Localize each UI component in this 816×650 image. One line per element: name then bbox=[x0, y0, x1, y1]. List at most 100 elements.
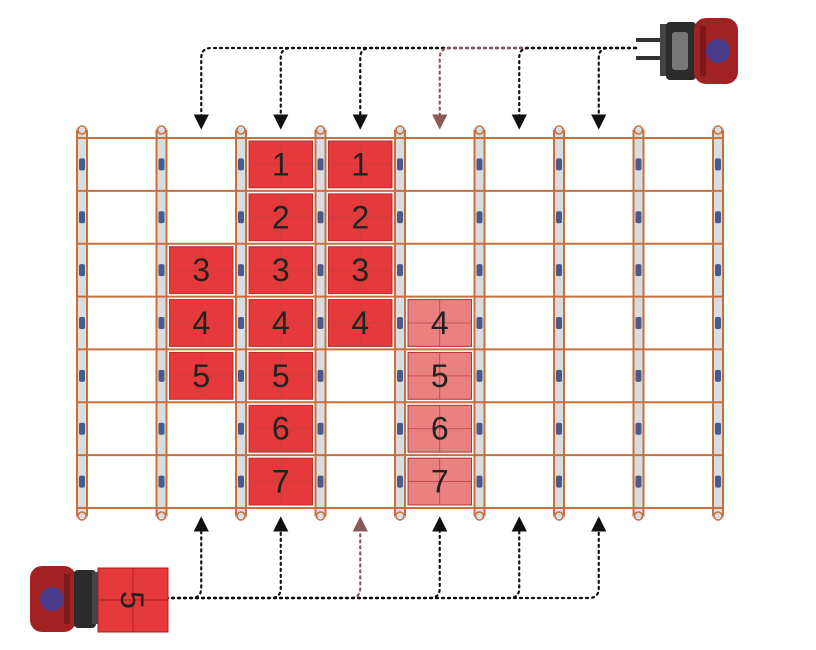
rack-foot-icon bbox=[77, 511, 87, 521]
rack-bracket bbox=[715, 475, 721, 488]
rack-foot-icon bbox=[713, 511, 723, 521]
pallet-label: 2 bbox=[272, 199, 290, 235]
outbound-arrow bbox=[152, 516, 368, 600]
pallet-label: 1 bbox=[351, 146, 369, 182]
rack-bracket bbox=[635, 369, 642, 382]
rack-foot-icon bbox=[315, 125, 326, 135]
inbound-arrow bbox=[591, 46, 638, 130]
rack-bracket bbox=[635, 158, 642, 171]
inbound-arrow bbox=[432, 46, 638, 130]
rack-bracket bbox=[397, 422, 403, 435]
rack-foot-icon bbox=[395, 125, 405, 135]
pallet: 4 bbox=[169, 299, 234, 347]
pallet: 1 bbox=[328, 140, 393, 189]
rack-bracket bbox=[238, 264, 244, 277]
rack-bracket bbox=[476, 422, 483, 435]
outbound-arrow bbox=[152, 516, 527, 600]
pallet: 3 bbox=[169, 246, 234, 295]
pallet-label: 4 bbox=[351, 305, 369, 341]
rack-bracket bbox=[158, 422, 165, 435]
fork-tine-icon bbox=[636, 56, 666, 60]
forklift-bottom: 5 bbox=[30, 566, 169, 633]
rack-bracket bbox=[79, 317, 85, 329]
flow-arrows bbox=[152, 46, 638, 600]
rack-bracket bbox=[238, 369, 244, 382]
pallet: 3 bbox=[328, 246, 393, 295]
rack-bracket bbox=[397, 369, 403, 382]
pallet: 5 bbox=[248, 351, 313, 400]
rack-bracket bbox=[556, 317, 562, 329]
rack-structure bbox=[76, 125, 724, 521]
pallet-label: 3 bbox=[351, 252, 369, 288]
rack-bracket bbox=[79, 158, 85, 171]
pallet: 4 bbox=[248, 299, 313, 347]
pallet-label: 1 bbox=[272, 146, 290, 182]
rack-foot-icon bbox=[156, 125, 167, 135]
cab-icon bbox=[74, 570, 96, 628]
pallet: 6 bbox=[248, 404, 313, 453]
rack-bracket bbox=[556, 422, 562, 435]
forklift-top bbox=[636, 18, 738, 84]
rack-bracket bbox=[238, 475, 244, 488]
inbound-arrow bbox=[352, 46, 638, 130]
pallet-label: 4 bbox=[431, 305, 449, 341]
outbound-arrow bbox=[152, 516, 607, 600]
pallet-label: 3 bbox=[272, 252, 290, 288]
rack-bracket bbox=[158, 211, 165, 224]
pallet: 1 bbox=[248, 140, 313, 189]
rack-foot-icon bbox=[474, 511, 485, 521]
rack-bracket bbox=[397, 211, 403, 224]
pallet-label: 7 bbox=[272, 464, 290, 500]
rack-bracket bbox=[556, 158, 562, 171]
grille-icon bbox=[700, 26, 706, 76]
rack-bracket bbox=[397, 475, 403, 488]
rack-bracket bbox=[397, 158, 403, 171]
rack-bracket bbox=[317, 317, 324, 329]
rack-bracket bbox=[635, 317, 642, 329]
mast-icon bbox=[660, 24, 668, 76]
rack-foot-icon bbox=[315, 511, 326, 521]
rack-foot-icon bbox=[395, 511, 405, 521]
rack-bracket bbox=[476, 317, 483, 329]
rack-bracket bbox=[715, 369, 721, 382]
pallet: 3 bbox=[248, 246, 313, 295]
rack-bracket bbox=[476, 211, 483, 224]
rack-bracket bbox=[317, 211, 324, 224]
pallet: 7 bbox=[407, 457, 472, 506]
rack-foot-icon bbox=[633, 511, 644, 521]
rack-foot-icon bbox=[554, 511, 564, 521]
rack-bracket bbox=[715, 211, 721, 224]
pallet: 6 bbox=[407, 404, 472, 453]
rack-foot-icon bbox=[77, 125, 87, 135]
rack-foot-icon bbox=[633, 125, 644, 135]
pallet-label: 2 bbox=[351, 199, 369, 235]
rack-bracket bbox=[317, 475, 324, 488]
rack-bracket bbox=[79, 211, 85, 224]
rack-foot-icon bbox=[474, 125, 485, 135]
pallet-label: 5 bbox=[272, 358, 290, 394]
rack-bracket bbox=[317, 369, 324, 382]
rack-bracket bbox=[556, 369, 562, 382]
rack-bracket bbox=[238, 211, 244, 224]
rack-bracket bbox=[476, 264, 483, 277]
fork-tine-icon bbox=[636, 38, 666, 42]
inbound-arrow bbox=[273, 46, 638, 130]
rack-bracket bbox=[317, 158, 324, 171]
pallet: 5 bbox=[169, 351, 234, 400]
rack-bracket bbox=[79, 422, 85, 435]
pallet-label: 6 bbox=[431, 411, 449, 447]
carried-pallet-label: 5 bbox=[114, 591, 150, 609]
pallet: 5 bbox=[407, 351, 472, 400]
rack-bracket bbox=[556, 211, 562, 224]
pallet-label: 5 bbox=[192, 358, 210, 394]
pallet-label: 4 bbox=[272, 305, 290, 341]
rack-foot-icon bbox=[236, 125, 246, 135]
rack-bracket bbox=[715, 422, 721, 435]
rack-bracket bbox=[79, 264, 85, 277]
rack-bracket bbox=[158, 369, 165, 382]
rack-bracket bbox=[317, 422, 324, 435]
rack-bracket bbox=[635, 422, 642, 435]
rack-bracket bbox=[158, 158, 165, 171]
pallet: 7 bbox=[248, 457, 313, 506]
